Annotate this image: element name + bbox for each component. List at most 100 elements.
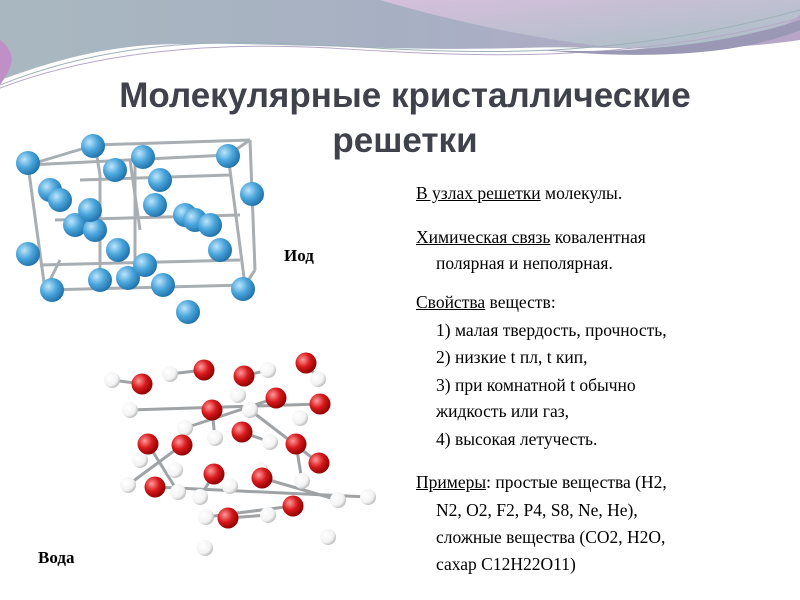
oxygen-atom <box>282 495 304 517</box>
hydrogen-atom <box>294 473 310 489</box>
oxygen-atom <box>201 399 223 421</box>
hydrogen-atom <box>104 372 120 388</box>
hydrogen-atom <box>192 489 208 505</box>
iodine-atom <box>40 278 64 302</box>
hydrogen-atom <box>292 410 308 426</box>
hydrogen-atom <box>207 430 223 446</box>
property-item: 4) высокая летучесть. <box>436 429 598 449</box>
iodine-atom <box>133 253 157 277</box>
lattice-nodes-text: В узлах решетки молекулы. <box>416 180 622 207</box>
lattice-rod <box>128 159 142 231</box>
oxygen-atom <box>285 433 307 455</box>
oxygen-atom <box>217 507 239 529</box>
properties-desc: веществ: <box>485 292 556 312</box>
iodine-atom <box>83 218 107 242</box>
hydrogen-bond <box>127 443 183 487</box>
properties-heading: Свойства веществ: <box>416 289 556 316</box>
lattice-rod <box>44 283 246 292</box>
oxygen-atom <box>171 434 193 456</box>
slide-title-line2: решетки <box>332 121 478 160</box>
iodine-atom <box>231 277 255 301</box>
chem-bond-desc: ковалентная <box>550 227 646 247</box>
hydrogen-atom <box>310 371 326 387</box>
iodine-atom <box>103 158 127 182</box>
property-item: 1) малая твердость, прочность, <box>436 320 667 340</box>
iodine-atom <box>88 268 112 292</box>
example-line: сахар C12H22O11) <box>436 554 576 574</box>
lattice-rod <box>27 153 229 167</box>
oxygen-atom <box>131 373 153 395</box>
iodine-atom <box>48 188 72 212</box>
oxygen-atom <box>251 467 273 489</box>
hydrogen-atom <box>242 402 258 418</box>
iodine-label: Иод <box>284 246 314 265</box>
oxygen-atom <box>309 393 331 415</box>
oxygen-atom <box>295 352 317 374</box>
iodine-atom <box>116 266 140 290</box>
hydrogen-atom <box>320 529 336 545</box>
iodine-atom <box>78 198 102 222</box>
iodine-atom <box>208 238 232 262</box>
hydrogen-atom <box>132 452 148 468</box>
oxygen-atom <box>233 365 255 387</box>
iodine-atom <box>148 168 172 192</box>
example-line: N2, O2, F2, P4, S8, Ne, He), <box>436 500 638 520</box>
oxygen-atom <box>265 387 287 409</box>
oxygen-atom <box>193 359 215 381</box>
hydrogen-atom <box>170 484 186 500</box>
lattice-nodes-term: В узлах решетки <box>416 183 541 203</box>
hydrogen-atom <box>260 362 276 378</box>
oxygen-atom <box>203 463 225 485</box>
hydrogen-atom <box>197 540 213 556</box>
examples-heading: Примеры: простые вещества (H2, <box>416 469 667 496</box>
examples-desc: : простые вещества (H2, <box>486 472 667 492</box>
hydrogen-atom <box>177 420 193 436</box>
hydrogen-atom <box>122 402 138 418</box>
iodine-atom <box>63 213 87 237</box>
oxygen-atom <box>137 433 159 455</box>
hydrogen-bond <box>184 396 277 430</box>
example-line: сложные вещества (CO2, H2O, <box>436 527 666 547</box>
property-item: 2) низкие t пл, t кип, <box>436 347 588 367</box>
iodine-atom <box>198 213 222 237</box>
hydrogen-atom <box>222 478 238 494</box>
hydrogen-atom <box>330 492 346 508</box>
iodine-atom <box>16 242 40 266</box>
properties-term: Свойства <box>416 292 486 312</box>
water-label: Вода <box>38 548 75 567</box>
lattice-nodes-desc: молекулы. <box>540 183 623 203</box>
property-item: жидкость или газ, <box>436 401 570 421</box>
hydrogen-atom <box>230 387 246 403</box>
examples-term: Примеры <box>416 472 487 492</box>
slide-title-line1: Молекулярные кристаллические <box>119 76 691 115</box>
oxygen-atom <box>308 452 330 474</box>
iodine-atom <box>143 193 167 217</box>
lattice-rod <box>26 164 47 291</box>
hydrogen-atom <box>360 489 376 505</box>
iodine-atom <box>240 182 264 206</box>
iodine-atom <box>16 151 40 175</box>
hydrogen-atom <box>262 434 278 450</box>
iodine-atom <box>216 144 240 168</box>
chem-bond-text: Химическая связь ковалентная <box>416 224 646 251</box>
hydrogen-atom <box>260 507 276 523</box>
property-item: 3) при комнатной t обычно <box>436 375 636 395</box>
hydrogen-bond <box>129 402 321 412</box>
oxygen-atom <box>144 476 166 498</box>
lattice-rod <box>94 138 251 147</box>
hydrogen-atom <box>120 477 136 493</box>
iodine-atom <box>81 134 105 158</box>
chem-bond-term: Химическая связь <box>416 227 551 247</box>
iodine-atom <box>106 238 130 262</box>
oxygen-atom <box>231 421 253 443</box>
hydrogen-atom <box>198 509 214 525</box>
iodine-atom <box>131 145 155 169</box>
hydrogen-bond <box>249 408 320 465</box>
iodine-atom <box>176 300 200 324</box>
lattice-rod <box>226 154 247 286</box>
hydrogen-atom <box>162 366 178 382</box>
iodine-atom <box>151 273 175 297</box>
